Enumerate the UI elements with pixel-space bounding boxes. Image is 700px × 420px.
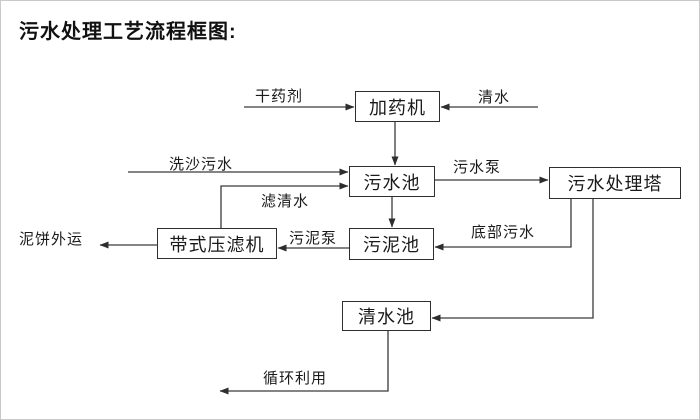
node-clean-water-pool-label: 清水池: [358, 307, 415, 327]
node-sewage-pool-label: 污水池: [363, 172, 421, 193]
edge-label-sewage-pump: 污水泵: [453, 159, 502, 176]
node-dosing-machine-label: 加药机: [369, 97, 426, 118]
node-clean-water-pool: 清水池: [342, 301, 431, 331]
node-belt-filter-press-label: 带式压滤机: [169, 234, 265, 255]
edge-label-dry-chemical: 干药剂: [255, 88, 304, 105]
diagram-title: 污水处理工艺流程框图:: [19, 21, 237, 43]
node-sewage-treatment-tower-label: 污水处理塔: [567, 174, 663, 194]
node-sludge-pool: 污泥池: [349, 228, 434, 260]
node-dosing-machine: 加药机: [355, 91, 440, 122]
arrow-treatment-tower-to-clean-water-pool: [431, 199, 594, 322]
edge-label-filtered-water: 滤清水: [261, 193, 310, 210]
node-belt-filter-press: 带式压滤机: [157, 228, 277, 259]
edge-label-sludge-pump: 污泥泵: [289, 230, 338, 247]
node-sewage-treatment-tower: 污水处理塔: [549, 167, 681, 199]
arrow-bottom-sewage-to-sludge-pool: [434, 199, 572, 251]
edge-label-sand-washing-sewage: 洗沙污水: [169, 156, 234, 173]
arrow-filtered-water-to-sewage-pool: [220, 182, 349, 228]
node-sewage-pool: 污水池: [349, 166, 435, 197]
edge-label-mud-cake-transport-out: 泥饼外运: [19, 231, 84, 248]
edge-label-recycling: 循环利用: [263, 370, 328, 387]
arrow-recycling-out: [219, 331, 389, 395]
edge-label-bottom-sewage: 底部污水: [471, 224, 536, 241]
node-sludge-pool-label: 污泥池: [363, 235, 420, 255]
edge-label-clean-water: 清水: [478, 89, 511, 106]
